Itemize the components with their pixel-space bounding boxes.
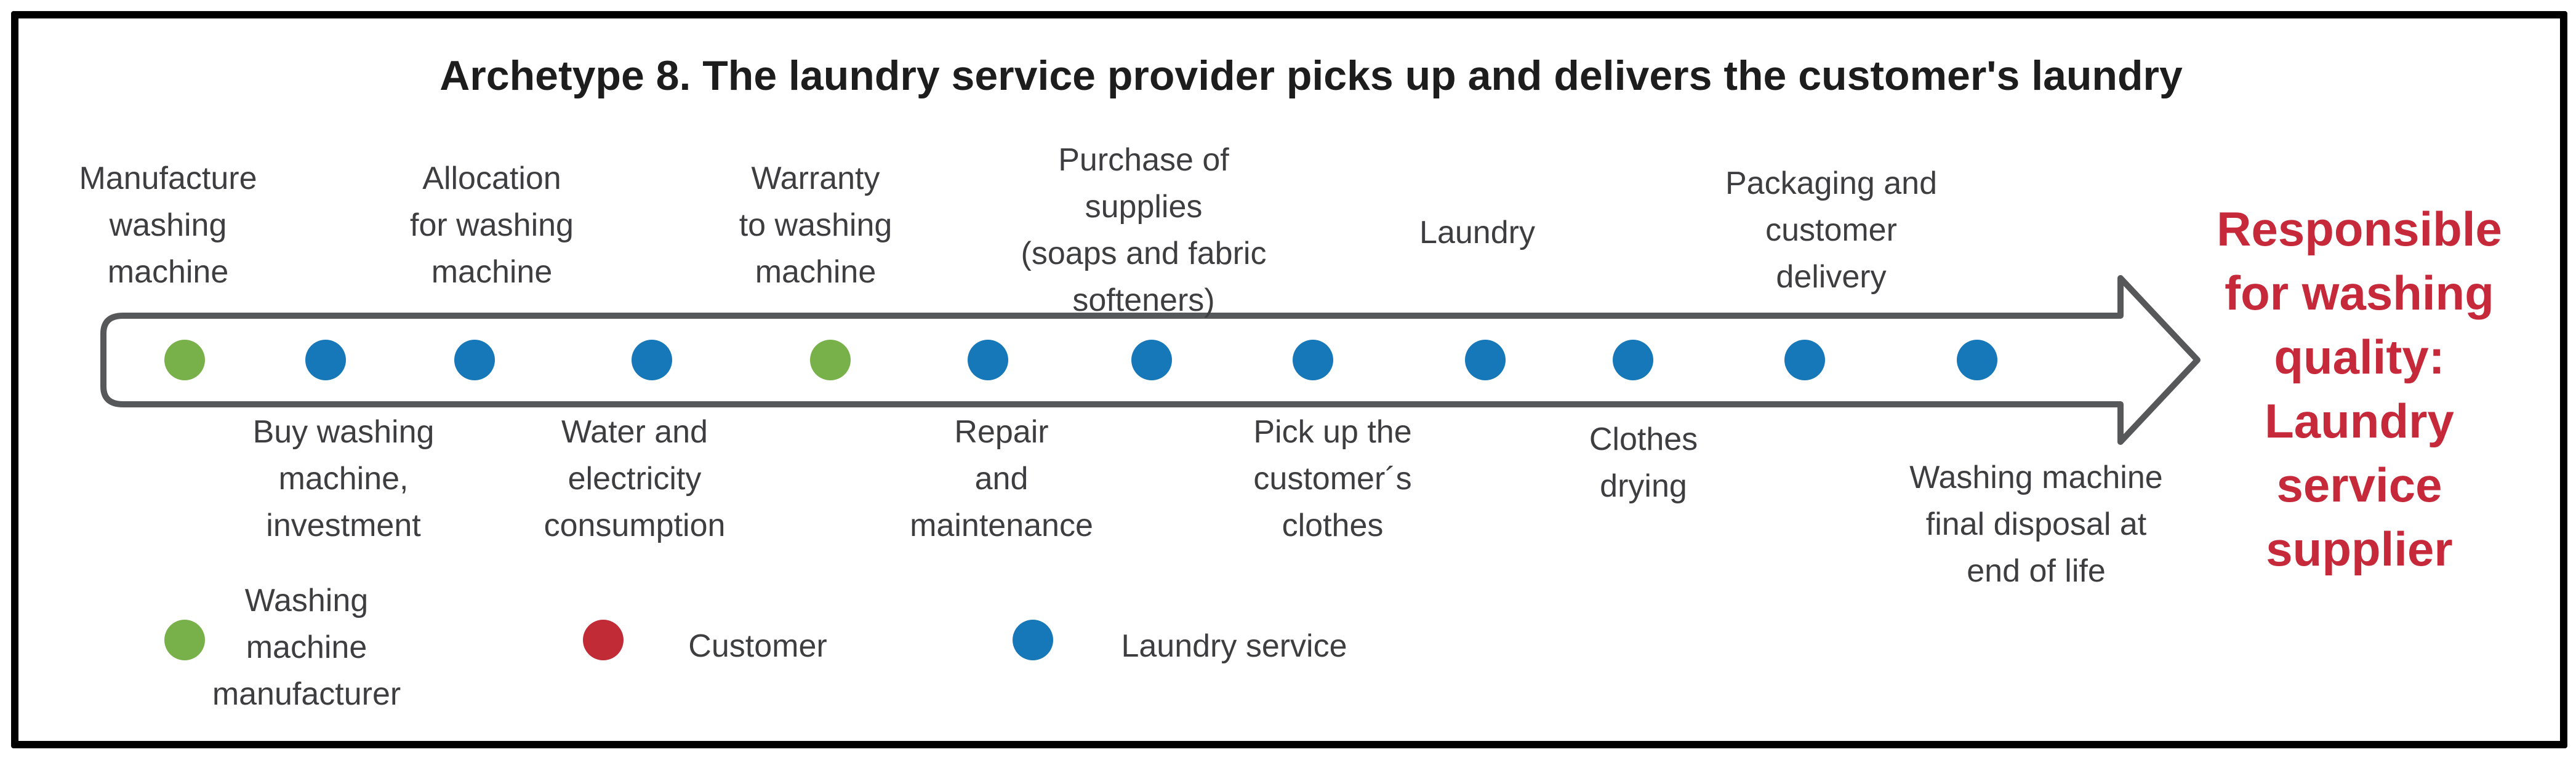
legend-label-manufacturer: Washing machine manufacturer xyxy=(212,583,401,712)
step-label-4-below: Water and electricity consumption xyxy=(544,414,726,543)
step-label-2-below: Buy washing machine, investment xyxy=(252,414,435,543)
step-label-1-above: Manufacture washing machine xyxy=(79,161,257,290)
diagram-title: Archetype 8. The laundry service provide… xyxy=(439,52,2183,99)
step-dot-2-laundry xyxy=(305,340,346,380)
step-dot-5-manufacturer xyxy=(810,340,851,380)
step-dot-11-laundry xyxy=(1784,340,1825,380)
step-dot-8-laundry xyxy=(1293,340,1333,380)
step-label-8-below: Pick up the customer´s clothes xyxy=(1253,414,1412,543)
legend-dot-manufacturer xyxy=(164,620,205,660)
step-dot-9-laundry xyxy=(1465,340,1506,380)
step-dot-1-manufacturer xyxy=(164,340,205,380)
step-label-12-below: Washing machine final disposal at end of… xyxy=(1909,460,2163,589)
step-label-11-above: Packaging and customer delivery xyxy=(1725,166,1938,295)
step-dot-3-laundry xyxy=(454,340,495,380)
step-label-6-below: Repair and maintenance xyxy=(910,414,1093,543)
step-label-3-above: Allocation for washing machine xyxy=(410,161,574,290)
step-dot-12-laundry xyxy=(1957,340,1997,380)
step-dot-4-laundry xyxy=(632,340,672,380)
step-label-9-above: Laundry xyxy=(1419,215,1535,250)
legend-dot-customer xyxy=(583,620,624,660)
legend-dot-laundry xyxy=(1013,620,1053,660)
responsibility-note: Responsible for washing quality: Laundry… xyxy=(2217,202,2502,576)
legend-label-customer: Customer xyxy=(688,628,827,664)
step-label-10-below: Clothes drying xyxy=(1589,422,1698,504)
diagram-border xyxy=(11,11,2567,748)
step-dot-7-laundry xyxy=(1131,340,1172,380)
legend-label-laundry: Laundry service xyxy=(1121,628,1347,664)
step-dot-10-laundry xyxy=(1613,340,1653,380)
step-label-7-above: Purchase of supplies (soaps and fabric s… xyxy=(1021,142,1267,318)
step-label-5-above: Warranty to washing machine xyxy=(739,161,893,290)
step-dot-6-laundry xyxy=(968,340,1008,380)
